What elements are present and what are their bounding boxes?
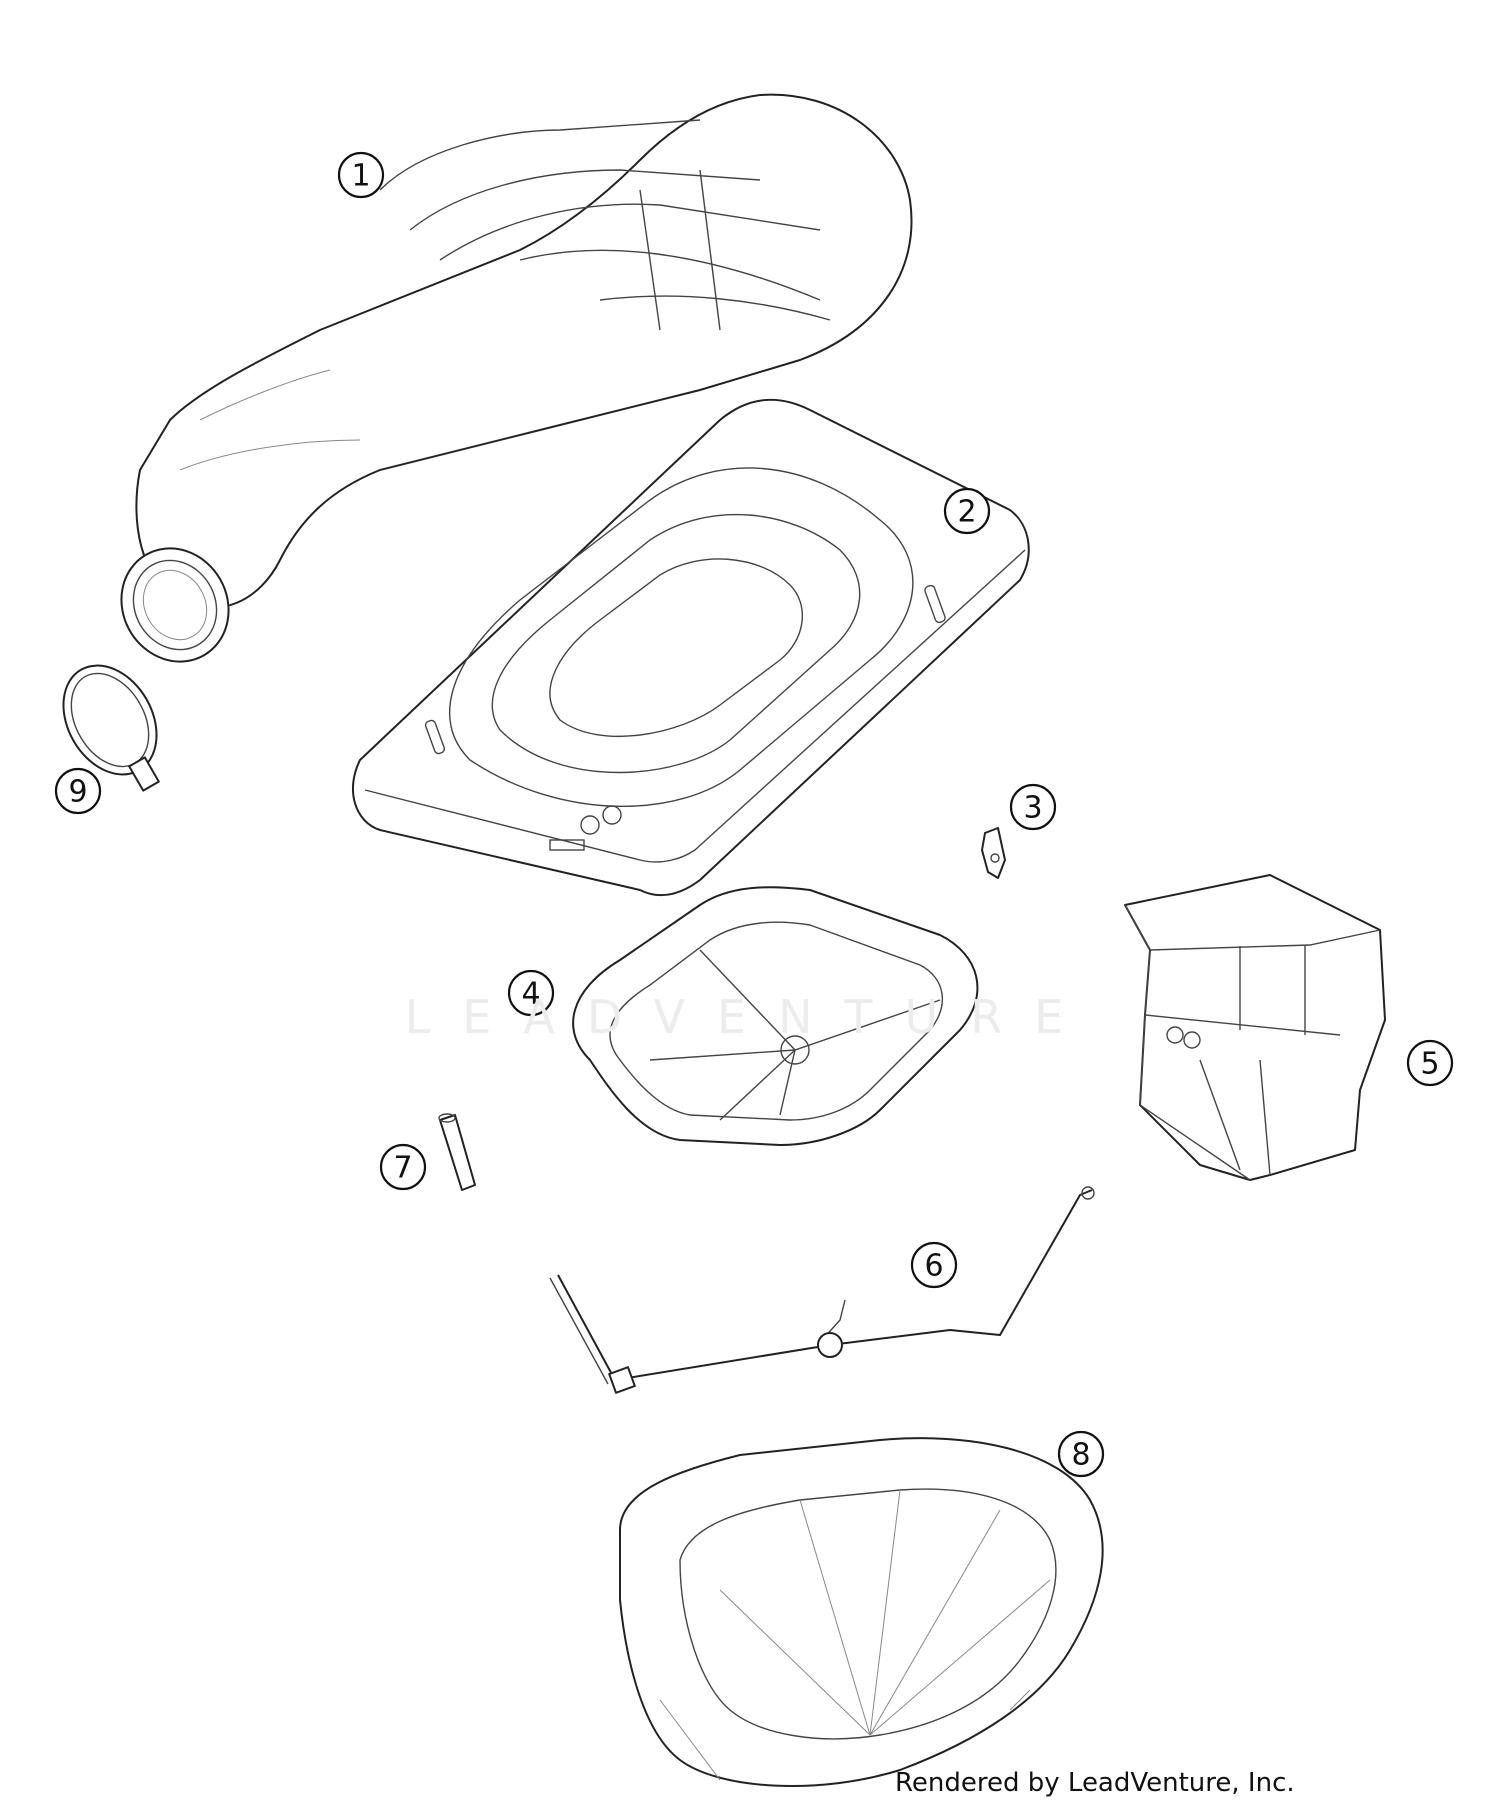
callout-9: 9 <box>54 767 102 815</box>
part-8-air-filter[interactable] <box>619 1437 1104 1788</box>
callout-6: 6 <box>910 1241 958 1289</box>
svg-text:7: 7 <box>393 1151 412 1186</box>
svg-text:5: 5 <box>1420 1047 1439 1082</box>
callout-1: 1 <box>337 151 385 199</box>
callout-3: 3 <box>1009 783 1057 831</box>
svg-text:9: 9 <box>68 775 87 810</box>
callout-5: 5 <box>1406 1039 1454 1087</box>
part-6-bracket[interactable] <box>549 1186 1095 1394</box>
part-7-pin[interactable] <box>438 1113 476 1191</box>
callout-2: 2 <box>943 487 991 535</box>
callout-8: 8 <box>1057 1430 1105 1478</box>
svg-text:1: 1 <box>351 159 370 194</box>
svg-text:8: 8 <box>1071 1438 1090 1473</box>
part-9-clamp[interactable] <box>45 649 176 792</box>
part-2-filter-plate[interactable] <box>351 398 1030 897</box>
part-5-intake-duct[interactable] <box>1124 874 1386 1181</box>
svg-text:4: 4 <box>521 977 540 1012</box>
part-4-filter-cage[interactable] <box>572 886 979 1146</box>
callout-4: 4 <box>507 969 555 1017</box>
svg-text:2: 2 <box>957 495 976 530</box>
callout-7: 7 <box>379 1143 427 1191</box>
svg-text:3: 3 <box>1023 791 1042 826</box>
part-1-airbox-cover[interactable] <box>101 93 913 682</box>
svg-text:6: 6 <box>924 1249 943 1284</box>
part-3-clip[interactable] <box>981 827 1006 879</box>
render-credit: Rendered by LeadVenture, Inc. <box>895 1768 1295 1798</box>
